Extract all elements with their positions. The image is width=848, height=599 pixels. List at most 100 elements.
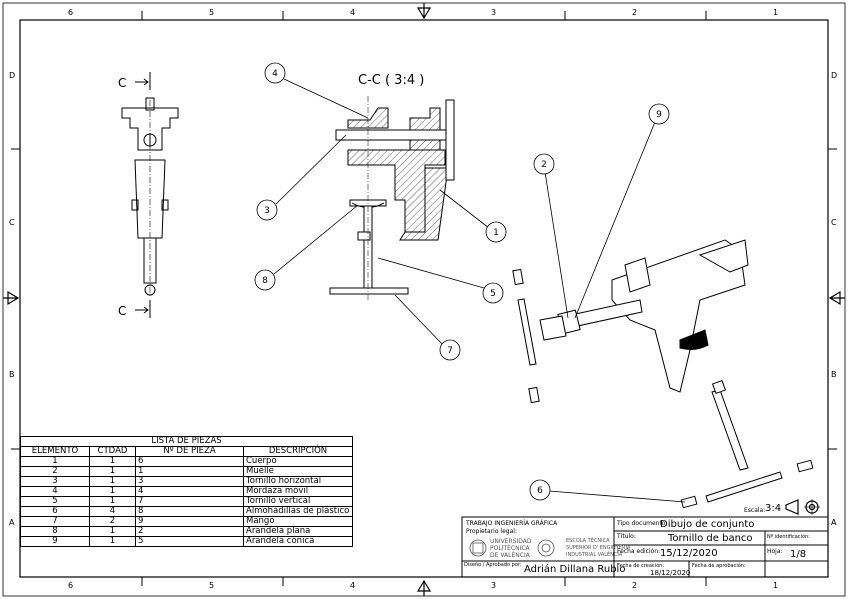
parts-list-header: DESCRIPCIÓN	[243, 446, 353, 457]
parts-list-cell: Muelle	[243, 466, 353, 477]
parts-list-header: Nº DE PIEZA	[135, 446, 244, 457]
zone-bottom-3: 3	[491, 581, 497, 590]
university-line-1: UNIVERSIDAD	[490, 538, 532, 545]
parts-list-cell: 4	[20, 486, 90, 497]
parts-list-cell: 7	[20, 516, 90, 527]
balloon-label-2: 2	[541, 160, 547, 170]
side-view	[121, 72, 179, 318]
created-label: Fecha de creación:	[617, 563, 664, 569]
parts-list-cell: 2	[89, 516, 136, 527]
balloon-2	[533, 153, 555, 175]
zone-bottom-1: 1	[773, 581, 779, 590]
zone-right-a: A	[831, 518, 837, 527]
parts-list-cell: 6	[20, 506, 90, 517]
zone-left-b: B	[9, 370, 15, 379]
id-label: Nº identificación:	[767, 534, 810, 540]
zone-left-c: C	[9, 218, 15, 227]
zone-ticks	[11, 11, 837, 586]
balloon-label-7: 7	[447, 346, 453, 356]
parts-list-table: LISTA DE PIEZAS ELEMENTO CTDAD Nº DE PIE…	[20, 436, 353, 547]
zone-left-a: A	[9, 518, 15, 527]
school-line-1: ESCOLA TÈCNICA	[566, 538, 610, 544]
zone-top-1: 1	[773, 8, 779, 17]
parts-list-cell: 4	[135, 486, 244, 497]
owner-label: Propietario legal:	[466, 528, 517, 535]
parts-list-cell: 2	[20, 466, 90, 477]
title-block-frame	[461, 516, 829, 578]
parts-list-cell: Tornillo horizontal	[243, 476, 353, 487]
school-logo	[537, 539, 555, 557]
zone-bottom-2: 2	[632, 581, 638, 590]
parts-list-cell: 9	[135, 516, 244, 527]
parts-list-cell: 3	[20, 476, 90, 487]
parts-list-header: CTDAD	[89, 446, 136, 457]
parts-list-cell: 4	[89, 506, 136, 517]
zone-bottom-6: 6	[68, 581, 74, 590]
section-marker-bottom: C	[118, 304, 126, 318]
parts-list-cell: 1	[89, 536, 136, 547]
parts-list-cell: Mango	[243, 516, 353, 527]
balloon-3	[256, 199, 278, 221]
zone-top-4: 4	[350, 8, 356, 17]
parts-list-header: ELEMENTO	[20, 446, 90, 457]
parts-list-cell: 5	[135, 536, 244, 547]
author-label: Diseño / Aprobado por:	[464, 562, 522, 568]
leader-lines	[273, 78, 686, 503]
edition-label: Fecha edición:	[617, 548, 661, 555]
zone-top-6: 6	[68, 8, 74, 17]
university-line-2: POLITÈCNICA	[490, 545, 530, 552]
balloon-label-6: 6	[537, 486, 543, 496]
section-view	[329, 96, 455, 300]
parts-list-cell: 7	[135, 496, 244, 507]
parts-list-cell: Almohadillas de plástico	[243, 506, 353, 517]
parts-list-cell: 5	[20, 496, 90, 507]
parts-list-cell: 1	[135, 466, 244, 477]
parts-list-cell: 1	[20, 456, 90, 467]
school-line-2: SUPERIOR D' ENGINYERIA	[566, 545, 631, 551]
edition-value: 15/12/2020	[660, 548, 718, 559]
balloon-1	[485, 221, 507, 243]
doc-type-label: Tipo documento:	[617, 520, 668, 527]
balloon-8	[254, 269, 276, 291]
sheet-value: 1/8	[790, 549, 807, 560]
parts-list-cell: Tornillo vertical	[243, 496, 353, 507]
parts-list-cell: Arandela cónica	[243, 536, 353, 547]
parts-list-cell: 8	[20, 526, 90, 537]
balloon-6	[529, 479, 551, 501]
balloon-label-9: 9	[656, 110, 662, 120]
zone-bottom-5: 5	[209, 581, 215, 590]
approved-label: Fecha de aprobación:	[692, 563, 746, 569]
isometric-view	[512, 239, 814, 509]
section-marker-top: C	[118, 76, 126, 90]
balloon-4	[264, 62, 286, 84]
zone-top-5: 5	[209, 8, 215, 17]
dept-label: TRABAJO INGENIERÍA GRÁFICA	[466, 520, 558, 527]
parts-list-cell: 9	[20, 536, 90, 547]
parts-list-cell: Cuerpo	[243, 456, 353, 467]
school-line-3: INDUSTRIAL VALÈNCIA	[566, 552, 623, 558]
parts-list-title: LISTA DE PIEZAS	[20, 436, 353, 447]
balloon-label-8: 8	[262, 276, 268, 286]
zone-bottom-4: 4	[350, 581, 356, 590]
parts-list-cell: 1	[89, 476, 136, 487]
balloon-label-3: 3	[264, 206, 270, 216]
doc-type-value: Dibujo de conjunto	[660, 519, 755, 530]
balloon-label-4: 4	[272, 69, 278, 79]
title-label: Título:	[617, 533, 636, 540]
parts-list-cell: Mordaza móvil	[243, 486, 353, 497]
university-line-3: DE VALÈNCIA	[490, 552, 530, 559]
parts-list-cell: 1	[89, 486, 136, 497]
zone-top-3: 3	[491, 8, 497, 17]
parts-list-cell: Arandela plana	[243, 526, 353, 537]
balloon-label-1: 1	[493, 228, 499, 238]
zone-right-c: C	[831, 218, 837, 227]
scale-value: 3:4	[765, 503, 782, 514]
